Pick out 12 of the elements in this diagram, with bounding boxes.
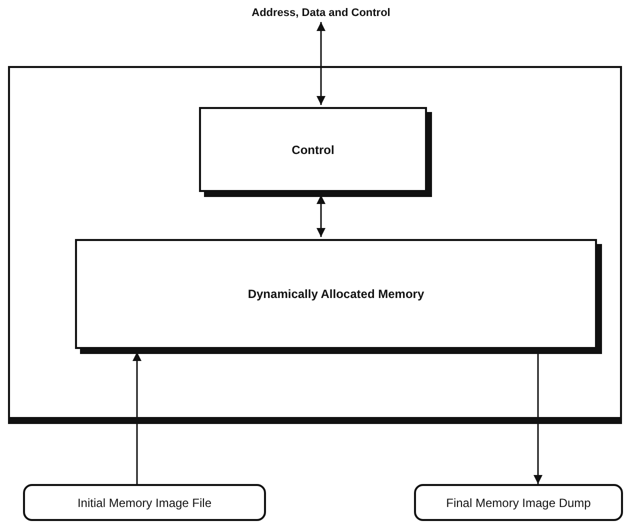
box-label: Dynamically Allocated Memory: [246, 287, 426, 301]
box-label: Control: [290, 142, 336, 156]
bus-label: Address, Data and Control: [250, 7, 392, 19]
box-label: Initial Memory Image File: [76, 496, 213, 510]
arrow: [534, 352, 542, 484]
file-box: [23, 484, 266, 521]
arrow: [316, 195, 326, 237]
arrow: [316, 22, 326, 105]
system-frame: [8, 66, 622, 424]
box-label: Final Memory Image Dump: [445, 496, 592, 510]
file-box: [414, 484, 623, 521]
arrow: [132, 352, 142, 484]
